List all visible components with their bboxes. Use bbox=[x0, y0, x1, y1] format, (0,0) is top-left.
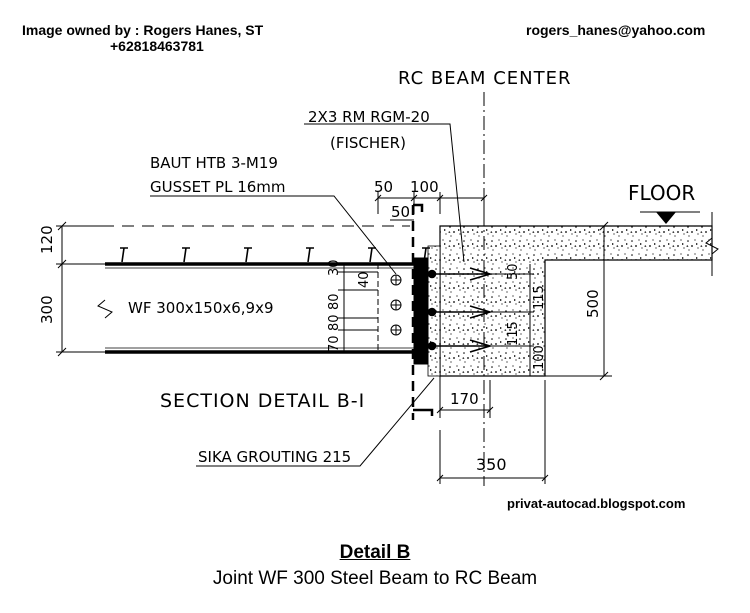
floor-label: FLOOR bbox=[628, 181, 695, 205]
dim-350: 350 bbox=[476, 455, 507, 474]
chemical-anchors bbox=[420, 267, 493, 353]
dim-115a: 115 bbox=[532, 285, 547, 310]
top-dimensions bbox=[374, 192, 488, 221]
bottom-dimension-350 bbox=[436, 380, 549, 484]
dim-50v: 50 bbox=[506, 263, 521, 280]
leader-lines bbox=[150, 123, 465, 467]
bolt-label: BAUT HTB 3-M19 bbox=[150, 154, 278, 172]
blog-url: privat-autocad.blogspot.com bbox=[507, 496, 686, 511]
dim-80a: 80 bbox=[327, 293, 342, 310]
dim-115b: 115 bbox=[506, 321, 521, 346]
dim-50b: 50 bbox=[391, 203, 410, 221]
htb-bolts bbox=[390, 274, 402, 336]
grout-label: SIKA GROUTING 215 bbox=[198, 448, 351, 466]
rc-beam-center-label: RC BEAM CENTER bbox=[398, 68, 571, 89]
dim-30: 30 bbox=[327, 259, 342, 276]
dim-500: 500 bbox=[584, 289, 602, 318]
anchor-label: 2X3 RM RGM-20 bbox=[308, 108, 430, 126]
gusset-dimensions bbox=[338, 263, 378, 353]
dim-100: 100 bbox=[410, 178, 439, 196]
dim-300: 300 bbox=[38, 295, 56, 324]
detail-title: Detail B bbox=[339, 542, 411, 563]
dim-100v: 100 bbox=[532, 345, 547, 370]
floor-level-marker bbox=[656, 212, 676, 224]
anchor-brand-label: (FISCHER) bbox=[330, 134, 406, 152]
owner-phone: +62818463781 bbox=[110, 38, 204, 54]
dim-80b: 80 bbox=[327, 314, 342, 331]
dim-70: 70 bbox=[327, 335, 342, 352]
dim-40: 40 bbox=[357, 271, 372, 288]
owner-credit: Image owned by : Rogers Hanes, ST bbox=[22, 22, 264, 38]
beam-label: WF 300x150x6,9x9 bbox=[128, 299, 274, 317]
beam-break-line bbox=[97, 299, 113, 319]
right-dimension-500 bbox=[545, 221, 612, 381]
shear-studs bbox=[120, 247, 430, 263]
bottom-dimension-170 bbox=[436, 376, 494, 418]
dim-120: 120 bbox=[38, 225, 56, 254]
dim-170: 170 bbox=[450, 390, 479, 408]
rc-beam-concrete bbox=[439, 225, 713, 377]
gusset-label: GUSSET PL 16mm bbox=[150, 178, 286, 196]
section-marker-bottom bbox=[413, 408, 434, 416]
owner-email: rogers_hanes@yahoo.com bbox=[526, 22, 706, 38]
section-marker-top bbox=[413, 203, 424, 212]
left-dimensions bbox=[56, 221, 105, 357]
detail-subtitle: Joint WF 300 Steel Beam to RC Beam bbox=[212, 568, 538, 589]
section-detail-label: SECTION DETAIL B-I bbox=[160, 390, 365, 412]
anchor-dimensions bbox=[490, 264, 534, 376]
gusset-plate bbox=[377, 263, 415, 353]
dim-50: 50 bbox=[374, 178, 393, 196]
